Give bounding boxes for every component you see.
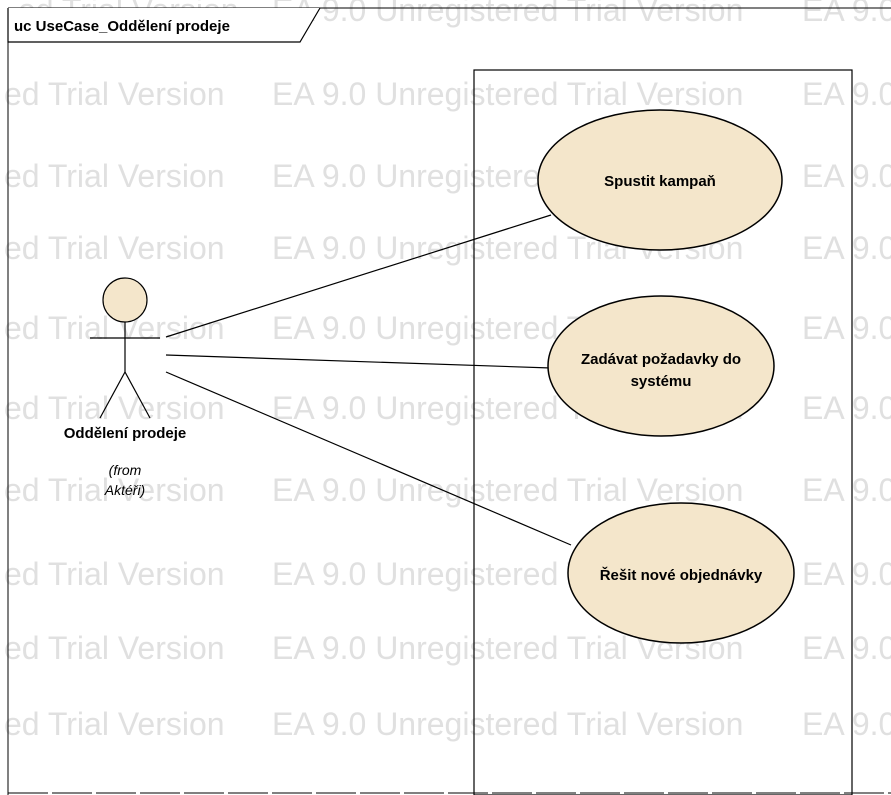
actor-name: Oddělení prodeje [64,425,187,442]
actor-head [102,277,148,323]
associations [165,214,572,546]
frame-label: uc UseCase_Oddělení prodeje [14,18,230,35]
association-line[interactable] [165,371,572,546]
actor-from-line2: Aktéři) [104,482,145,498]
use-case-resit-objednavky[interactable]: Řešit nové objednávky [567,502,795,644]
use-case-label-line1: Zadávat požadavky do [581,351,741,368]
association-line[interactable] [165,214,552,338]
use-case-spustit-kampan[interactable]: Spustit kampaň [537,109,783,251]
actor-oddeleni-prodeje[interactable]: Oddělení prodeje (from Aktéři) [64,277,187,498]
frame-label-tab[interactable]: uc UseCase_Oddělení prodeje [7,7,321,43]
use-case-label: Řešit nové objednávky [600,566,763,584]
use-case-zadavat-pozadavky[interactable]: Zadávat požadavky do systému [547,295,775,437]
use-case-ellipse [547,295,775,437]
system-boundary[interactable] [473,69,853,795]
use-case-ellipse [567,502,795,644]
use-case-label-line2: systému [631,373,692,390]
association-line[interactable] [165,354,552,369]
use-case-label: Spustit kampaň [604,173,716,190]
actor-from-line1: (from [109,462,142,478]
actor-leg-left [99,371,126,419]
use-case-ellipse [537,109,783,251]
actor-leg-right [124,371,151,419]
